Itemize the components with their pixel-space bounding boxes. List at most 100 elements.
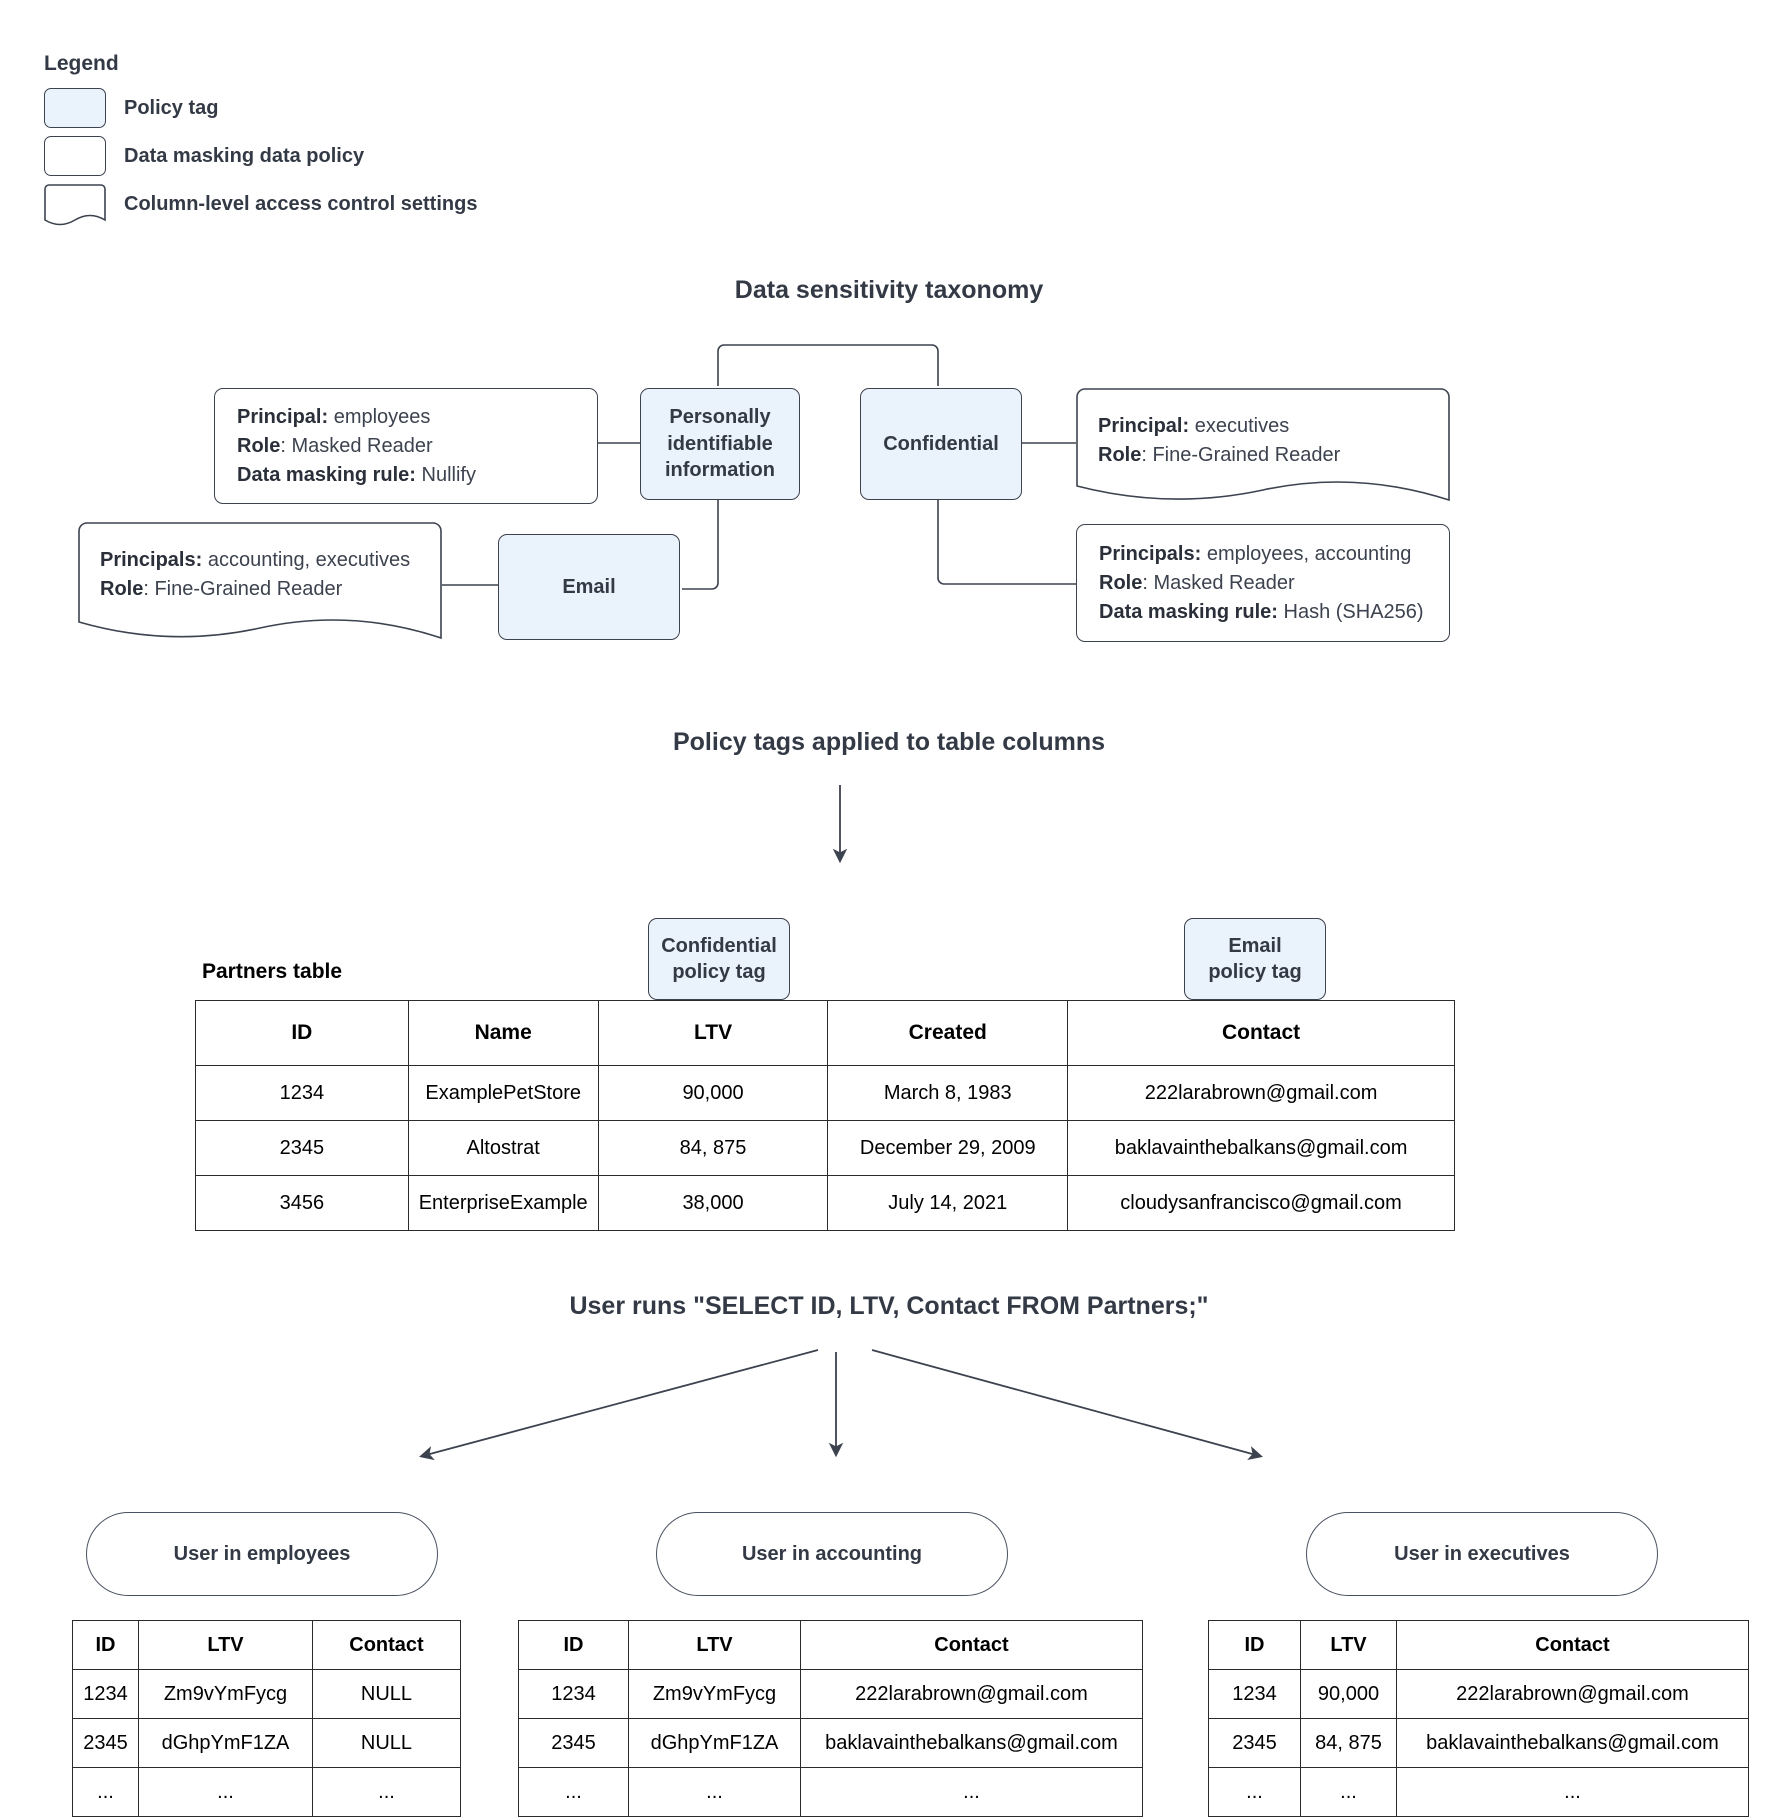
table-cell: March 8, 1983 xyxy=(827,1065,1069,1121)
access-control-text: Principals: accounting, executives Role:… xyxy=(100,546,410,604)
partners-table-caption: Partners table xyxy=(202,960,343,983)
policy-tag-email[interactable]: Email xyxy=(498,534,680,640)
table-cell: December 29, 2009 xyxy=(827,1120,1069,1176)
column-header: Contact xyxy=(312,1620,461,1670)
table-row: ......... xyxy=(1208,1767,1749,1817)
policy-label: Data masking rule: xyxy=(1099,600,1278,623)
taxonomy-title: Data sensitivity taxonomy xyxy=(734,276,1044,304)
policy-label: Principals: xyxy=(100,549,203,571)
column-header: ID xyxy=(1208,1620,1301,1670)
table-cell: dGhpYmF1ZA xyxy=(628,1718,801,1768)
table-cell: cloudysanfrancisco@gmail.com xyxy=(1067,1175,1455,1231)
policy-tag-label: Email xyxy=(562,575,616,598)
table-cell: ... xyxy=(1300,1767,1397,1817)
column-header: LTV xyxy=(1300,1620,1397,1670)
table-cell: Altostrat xyxy=(407,1120,599,1176)
policy-label: Role xyxy=(237,434,281,457)
policy-box-text: Principal: employees Role: Masked Reader… xyxy=(237,403,476,490)
legend: Legend Policy tag Data masking data poli… xyxy=(44,52,477,228)
table-cell: NULL xyxy=(312,1718,461,1768)
policy-tag-chip-email[interactable]: Email policy tag xyxy=(1184,918,1326,1000)
column-header: Name xyxy=(407,1000,599,1066)
table-cell: 90,000 xyxy=(1300,1669,1397,1719)
table-cell: ... xyxy=(628,1767,801,1817)
policy-label: Role xyxy=(1098,444,1142,466)
table-cell: 2345 xyxy=(1208,1718,1301,1768)
column-header: LTV xyxy=(597,1000,829,1066)
legend-item-column-access: Column-level access control settings xyxy=(44,180,477,228)
table-cell: 222larabrown@gmail.com xyxy=(1067,1065,1455,1121)
table-cell: ... xyxy=(138,1767,313,1817)
policy-tag-label: Confidential xyxy=(883,432,999,455)
policy-tag-chip-confidential[interactable]: Confidential policy tag xyxy=(648,918,790,1000)
table-cell: 84, 875 xyxy=(597,1120,829,1176)
legend-item-label: Policy tag xyxy=(124,96,219,119)
policy-value: Nullify xyxy=(415,463,476,486)
policy-tag-swatch xyxy=(44,88,106,128)
policy-value: : Masked Reader xyxy=(1142,571,1295,594)
policy-label: Data masking rule: xyxy=(237,463,416,486)
legend-item-policy-tag: Policy tag xyxy=(44,84,477,132)
applied-tags-title: Policy tags applied to table columns xyxy=(672,728,1106,756)
access-control-text: Principal: executives Role: Fine-Grained… xyxy=(1098,412,1340,470)
table-cell: 90,000 xyxy=(597,1065,829,1121)
column-header: Contact xyxy=(1067,1000,1455,1066)
table-cell: 2345 xyxy=(518,1718,629,1768)
table-cell: dGhpYmF1ZA xyxy=(138,1718,313,1768)
policy-tag-chip-label: Email policy tag xyxy=(1208,934,1302,983)
policy-box-confidential-masked-reader: Principals: employees, accounting Role: … xyxy=(1076,524,1450,642)
table-row: ......... xyxy=(518,1767,1143,1817)
table-cell: 3456 xyxy=(195,1175,409,1231)
policy-tag-label: Personally identifiable information xyxy=(665,406,775,482)
policy-value: : Fine-Grained Reader xyxy=(143,578,343,600)
table-cell: baklavainthebalkans@gmail.com xyxy=(1067,1120,1455,1176)
table-row: ......... xyxy=(72,1767,461,1817)
column-header: ID xyxy=(195,1000,409,1066)
table-cell: ExamplePetStore xyxy=(407,1065,599,1121)
result-pill-executives: User in executives xyxy=(1306,1512,1658,1596)
table-cell: ... xyxy=(800,1767,1143,1817)
legend-item-label: Column-level access control settings xyxy=(124,192,478,215)
legend-item-label: Data masking data policy xyxy=(124,144,365,167)
table-cell: baklavainthebalkans@gmail.com xyxy=(1396,1718,1749,1768)
column-header: Contact xyxy=(800,1620,1143,1670)
query-title: User runs "SELECT ID, LTV, Contact FROM … xyxy=(569,1292,1209,1320)
table-cell: 2345 xyxy=(72,1718,139,1768)
table-cell: EnterpriseExample xyxy=(407,1175,599,1231)
table-cell: Zm9vYmFycg xyxy=(628,1669,801,1719)
policy-box-pii-masked-reader: Principal: employees Role: Masked Reader… xyxy=(214,388,598,504)
policy-label: Principal: xyxy=(1098,415,1190,437)
policy-value: executives xyxy=(1189,415,1290,437)
policy-tag-confidential[interactable]: Confidential xyxy=(860,388,1022,500)
policy-value: : Masked Reader xyxy=(280,434,433,457)
table-cell: 222larabrown@gmail.com xyxy=(800,1669,1143,1719)
data-masking-swatch xyxy=(44,136,106,176)
table-cell: 1234 xyxy=(518,1669,629,1719)
policy-value: employees xyxy=(328,405,431,428)
table-cell: NULL xyxy=(312,1669,461,1719)
policy-value: Hash (SHA256) xyxy=(1277,600,1424,623)
policy-tag-pii[interactable]: Personally identifiable information xyxy=(640,388,800,500)
table-cell: ... xyxy=(1208,1767,1301,1817)
result-pill-accounting: User in accounting xyxy=(656,1512,1008,1596)
policy-tag-chip-label: Confidential policy tag xyxy=(661,934,777,983)
policy-box-text: Principals: employees, accounting Role: … xyxy=(1099,540,1424,627)
table-cell: 38,000 xyxy=(597,1175,829,1231)
access-control-box-confidential-executives: Principal: executives Role: Fine-Grained… xyxy=(1076,388,1450,510)
policy-value: employees, accounting xyxy=(1201,542,1412,565)
